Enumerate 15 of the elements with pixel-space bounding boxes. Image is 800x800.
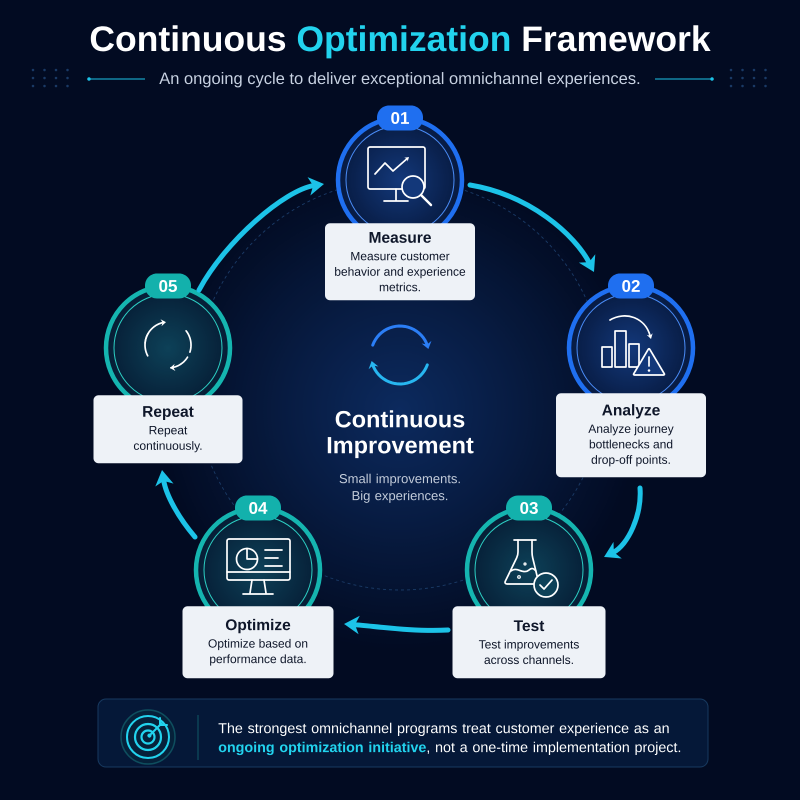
step-card: Measure Measure customer behavior and experience metrics. <box>325 223 475 300</box>
number-badge: 04 <box>235 496 281 520</box>
number-badge: 02 <box>608 274 654 298</box>
number-badge: 05 <box>145 274 191 298</box>
step-card: Optimize Optimize based on performance data. <box>182 606 334 678</box>
number-badge: 03 <box>506 496 552 520</box>
center-tagline: Small improvements. Big experiences. <box>340 474 460 503</box>
step-card: Test Test improvements across channels. <box>452 606 606 678</box>
step-card: Repeat Repeat continuously. <box>94 395 242 464</box>
center-heading: Continuous Improvement <box>328 410 474 458</box>
step-card: Analyze Analyze journey bottlenecks and drop-off points. <box>556 393 706 478</box>
title: Continuous Optimization Framework <box>90 25 711 58</box>
subtitle: An ongoing cycle to deliver exceptional omnichannel experiences. <box>159 72 640 88</box>
number-badge: 01 <box>377 106 423 130</box>
callout-box: The strongest omnichannel programs treat customer experience as an ongoing optimization initiative, not a one-time implementation project. <box>98 698 708 768</box>
